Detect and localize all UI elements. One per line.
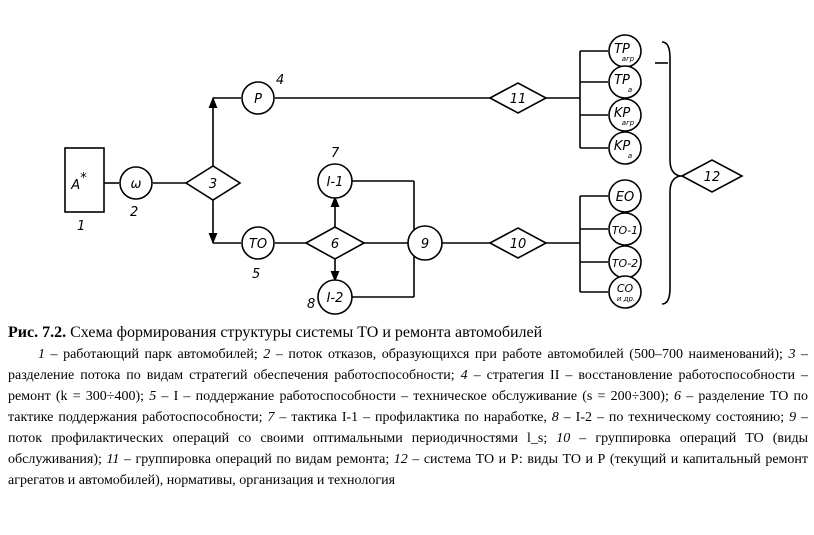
node-kr-a: KP а — [608, 131, 642, 165]
diamond-12: 12 — [680, 159, 744, 193]
caption-figure-number: Рис. 7.2. — [8, 324, 67, 341]
node-so-sub: и др. — [617, 295, 635, 303]
legend-item-text: – работающий парк автомобилей; — [45, 347, 264, 362]
label-4: 4 — [276, 73, 284, 88]
node-tr-a-sub: а — [628, 86, 632, 94]
node-tr-a: TP а — [608, 65, 642, 99]
legend-item-text: – I-2 – по техническому состоянию; — [558, 410, 790, 425]
node-eo-label: EO — [616, 190, 634, 205]
node-a-label: A — [70, 178, 80, 193]
diamond-11-label: 11 — [510, 92, 527, 107]
legend-item-text: – тактика I-1 – профилактика по наработк… — [274, 410, 552, 425]
diamond-10-label: 10 — [510, 237, 527, 252]
caption-body: 1 – работающий парк автомобилей; 2 – пот… — [8, 344, 808, 491]
legend-item-text: – I – поддержание работоспособности – те… — [156, 389, 675, 404]
node-eo: EO — [608, 179, 642, 213]
node-9: 9 — [407, 225, 443, 261]
svg-text:A*: A* — [70, 171, 87, 193]
node-so-main: CO — [617, 282, 634, 295]
node-tr-agr: TP агр — [608, 34, 642, 68]
diamond-3-label: 3 — [209, 177, 217, 192]
node-kr-agr-main: KP — [614, 106, 631, 121]
node-kr-agr: KP агр — [608, 98, 642, 132]
legend-item-number: 7 — [267, 410, 275, 425]
node-i2-label: I-2 — [327, 291, 344, 306]
legend-item-text: – группировка операций ТО (виды обслужив… — [8, 431, 808, 467]
node-to2-label: TO-2 — [612, 257, 638, 270]
node-i1-label: I-1 — [327, 175, 344, 190]
node-p: P — [241, 81, 275, 115]
label-8: 8 — [307, 297, 315, 312]
diamond-12-label: 12 — [704, 170, 721, 185]
node-to: TO — [241, 226, 275, 260]
node-to1: TO-1 — [608, 212, 642, 246]
legend-item-number: 4 — [460, 368, 468, 383]
legend-item-number: 9 — [789, 410, 797, 425]
legend-item-text: – поток отказов, образующихся при работе… — [270, 347, 789, 362]
legend-item-number: 12 — [393, 452, 408, 467]
diamond-10: 10 — [488, 227, 548, 259]
node-tr-agr-main: TP — [614, 42, 630, 57]
node-kr-a-main: KP — [614, 139, 631, 154]
legend-item-text: – поток профилактических операций со сво… — [8, 410, 809, 446]
node-tr-a-main: TP — [614, 73, 630, 88]
node-i1: I-1 — [317, 163, 353, 199]
legend-item-text: – группировка операций по видам ремонта; — [119, 452, 394, 467]
structure-diagram: A* ω P TO I-1 I-2 9 3 6 11 10 — [64, 34, 744, 315]
node-a-star: * — [80, 171, 87, 186]
legend-item-number: 5 — [149, 389, 157, 404]
node-kr-a-sub: а — [628, 152, 632, 160]
legend-item-text: – система ТО и Р: виды ТО и Р (текущий и… — [8, 452, 808, 488]
label-5: 5 — [252, 267, 260, 282]
legend-item-number: 11 — [106, 452, 120, 467]
node-kr-agr-sub: агр — [622, 119, 635, 127]
caption-title: Рис. 7.2. Схема формирования структуры с… — [8, 322, 808, 344]
legend-item-number: 8 — [551, 410, 559, 425]
legend-item-text: – стратегия II – восстановление работосп… — [8, 368, 808, 404]
node-9-label: 9 — [421, 237, 429, 252]
node-so: CO и др. — [608, 275, 642, 309]
node-to1-label: TO-1 — [612, 224, 638, 237]
node-omega-label: ω — [131, 177, 142, 192]
node-tr-agr-sub: агр — [622, 55, 635, 63]
legend-item-number: 1 — [38, 347, 45, 362]
caption-legend: 1 – работающий парк автомобилей; 2 – пот… — [8, 344, 808, 491]
node-a-star-box: A* — [64, 147, 105, 213]
node-to2: TO-2 — [608, 245, 642, 279]
caption-title-text: Схема формирования структуры системы ТО … — [66, 324, 543, 341]
legend-item-text: – разделение потока по видам стратегий о… — [8, 347, 809, 383]
node-i2: I-2 — [317, 279, 353, 315]
label-2: 2 — [130, 205, 138, 220]
legend-item-number: 6 — [674, 389, 682, 404]
legend-item-number: 2 — [263, 347, 271, 362]
node-omega: ω — [119, 166, 153, 200]
legend-item-number: 10 — [556, 431, 571, 446]
diamond-6-label: 6 — [331, 237, 339, 252]
legend-item-number: 3 — [788, 347, 796, 362]
node-to-label: TO — [249, 237, 267, 252]
label-7: 7 — [331, 146, 340, 161]
diamond-11: 11 — [488, 82, 548, 114]
diamond-6: 6 — [304, 226, 366, 260]
node-p-label: P — [254, 92, 262, 107]
figure-caption: Рис. 7.2. Схема формирования структуры с… — [8, 322, 808, 491]
legend-item-text: – разделение ТО по тактике поддержания р… — [8, 389, 808, 425]
label-1: 1 — [77, 219, 85, 234]
diamond-3: 3 — [184, 165, 242, 201]
